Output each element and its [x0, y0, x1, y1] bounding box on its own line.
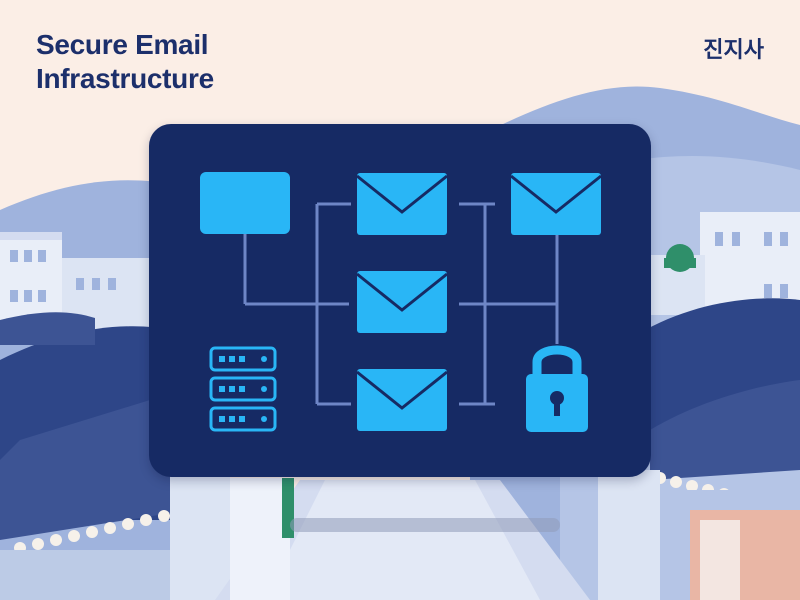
- title-line-2: Infrastructure: [36, 63, 214, 94]
- title-line-1: Secure Email: [36, 29, 209, 60]
- envelope-icon: [510, 173, 602, 235]
- email-flow-diagram: [200, 172, 602, 432]
- email-infrastructure-diagram-panel: [149, 124, 651, 477]
- page-title: Secure Email Infrastructure: [36, 28, 214, 96]
- server-stack-icon: [209, 346, 277, 432]
- envelope-icon: [356, 271, 448, 333]
- padlock-icon: [526, 345, 588, 432]
- inbox-rectangle-icon: [200, 172, 290, 234]
- connector-lines: [243, 202, 559, 406]
- envelope-icon: [356, 173, 448, 235]
- brand-mark: 진지사: [703, 38, 764, 63]
- envelope-icon: [356, 369, 448, 431]
